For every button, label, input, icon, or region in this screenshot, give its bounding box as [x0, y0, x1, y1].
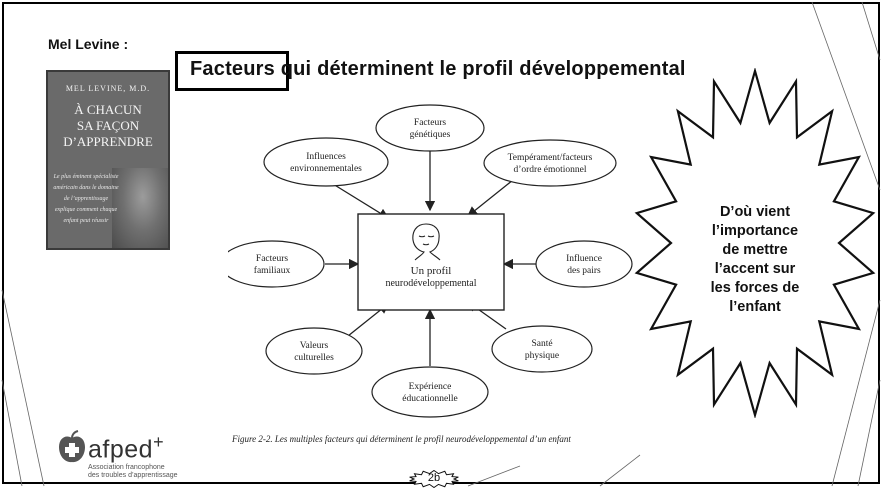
callout-text: D’où vient l’importance de mettre l’acce… [690, 203, 820, 317]
logo-plus: + [153, 432, 165, 452]
logo-name: afped [88, 435, 154, 464]
factor-label: Valeurs [300, 341, 329, 351]
logo-subtitle-line2: des troubles d’apprentissage [88, 472, 178, 479]
factor-label: Facteurs [414, 118, 446, 128]
book-title: À CHACUN SA FAÇON D’APPRENDRE [48, 102, 168, 150]
slide-number-badge: 2b [408, 469, 460, 489]
factor-label: Santé [531, 339, 552, 349]
factor-node-environment: Influences environnementales [263, 137, 389, 187]
factor-label: Expérience [409, 382, 452, 392]
factor-label: d’ordre émotionnel [513, 165, 586, 175]
callout-line: de mettre [722, 242, 788, 258]
factor-node-peers: Influence des pairs [535, 240, 633, 288]
factor-node-education: Expérience éducationnelle [371, 366, 489, 418]
factors-diagram: Un profil neurodéveloppemental Facteurs … [228, 104, 633, 418]
book-author-photo [112, 168, 168, 248]
book-blurb: Le plus éminent spécialiste américain da… [53, 174, 119, 224]
slide-title: Facteurs qui déterminent le profil dével… [190, 58, 686, 80]
factor-label: environnementales [290, 164, 362, 174]
book-cover: MEL LEVINE, M.D. À CHACUN SA FAÇON D’APP… [46, 70, 170, 250]
factor-label: familiaux [254, 265, 291, 276]
author-label: Mel Levine : [48, 36, 129, 52]
center-figure-icon [412, 223, 441, 261]
afped-logo: afped+ Association francophone des troub… [58, 430, 218, 480]
callout-line: les forces de [710, 280, 800, 296]
factor-label: Influence [566, 253, 602, 264]
logo-subtitle-line1: Association francophone [88, 464, 165, 471]
factor-label: éducationnelle [402, 394, 457, 404]
apple-cross-icon [59, 430, 85, 463]
center-box [357, 213, 505, 311]
factor-node-temperament: Tempérament/facteurs d’ordre émotionnel [483, 139, 617, 187]
center-label-line1: Un profil [411, 265, 452, 277]
factor-label: génétiques [410, 130, 451, 140]
callout-line: l’importance [711, 223, 799, 239]
center-label-line2: neurodéveloppemental [385, 278, 476, 289]
factor-label: Tempérament/facteurs [508, 152, 593, 163]
factor-node-family: Facteurs familiaux [228, 240, 325, 288]
factor-label: physique [525, 351, 559, 361]
slide-number: 2b [427, 472, 441, 484]
book-title-line: D’APPRENDRE [63, 134, 153, 149]
book-title-line: SA FAÇON [76, 118, 140, 133]
factor-node-health: Santé physique [491, 325, 593, 373]
factor-node-genetic: Facteurs génétiques [375, 104, 485, 152]
factor-label: culturelles [294, 353, 334, 363]
title-highlight-box [175, 51, 289, 91]
factor-label: des pairs [567, 266, 601, 276]
callout-line: l’accent sur [714, 261, 796, 277]
logo-wordmark: afped+ [88, 432, 164, 464]
callout-line: l’enfant [729, 299, 781, 315]
book-title-line: À CHACUN [74, 102, 142, 117]
factor-label: Influences [306, 151, 346, 162]
factor-node-culture: Valeurs culturelles [265, 327, 363, 375]
callout-line: D’où vient [719, 204, 791, 220]
starburst-callout [634, 68, 876, 418]
figure-caption: Figure 2-2. Les multiples facteurs qui d… [232, 434, 571, 444]
book-author: MEL LEVINE, M.D. [65, 84, 151, 93]
factor-label: Facteurs [256, 254, 288, 264]
